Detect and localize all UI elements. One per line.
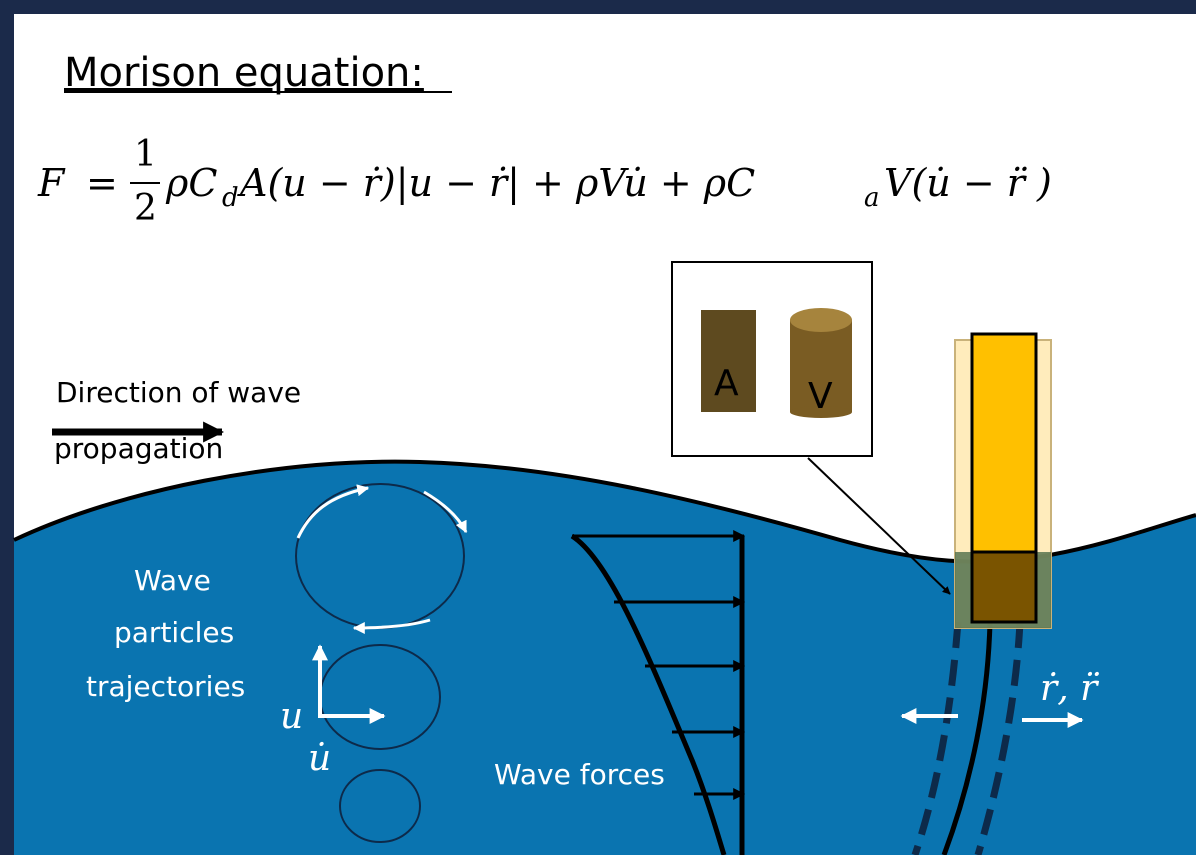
morison-equation: F = 1 2 ρC d A(u − ṙ)|u − ṙ| + ρVu̇ + ρC… [37, 134, 1052, 229]
water-surface-line [13, 459, 1196, 564]
eq-frac-num: 1 [134, 134, 157, 175]
area-block [701, 310, 756, 412]
eq-sub-d: d [222, 183, 239, 213]
u-label: u [280, 696, 303, 737]
particles-label-line1: Wave [134, 564, 211, 597]
orbit-arrow-bottom [352, 618, 431, 634]
eq-sub-a: a [864, 183, 880, 213]
eq-term2: V(u̇ − r̈ ) [884, 161, 1052, 205]
pile-submerged [970, 550, 1038, 624]
trajectory-orbit-3 [339, 769, 421, 843]
area-label: A [714, 363, 739, 404]
eq-equals: = [86, 161, 118, 205]
orbit-arrow-top-left [296, 484, 370, 539]
direction-label-line1: Direction of wave [56, 376, 301, 409]
volume-cylinder [790, 308, 852, 418]
eq-frac-den: 2 [134, 188, 157, 229]
r-dot-label: ṙ, r̈ [1040, 668, 1100, 709]
particles-label-line3: trajectories [86, 670, 245, 703]
force-profile-curve [570, 533, 727, 855]
mooring-line [941, 621, 993, 855]
direction-label-line2: propagation [54, 432, 223, 465]
title-text: Morison equation: [64, 50, 424, 96]
wave-forces-label: Wave forces [494, 758, 665, 791]
eq-lhs: F [37, 161, 66, 205]
mooring-dashed-left [911, 621, 962, 855]
eq-rho-c: ρC [165, 161, 217, 205]
water-body [14, 461, 1196, 855]
eq-term1: A(u − ṙ)|u − ṙ| + ρVu̇ + ρC [237, 161, 755, 205]
mooring-dashed-right [974, 621, 1024, 855]
orbit-arrow-top-right [423, 490, 468, 534]
particles-label-line2: particles [114, 616, 234, 649]
volume-label: V [808, 376, 833, 417]
inset-pointer-line [807, 457, 951, 595]
u-dot-label: u̇ [308, 738, 331, 779]
